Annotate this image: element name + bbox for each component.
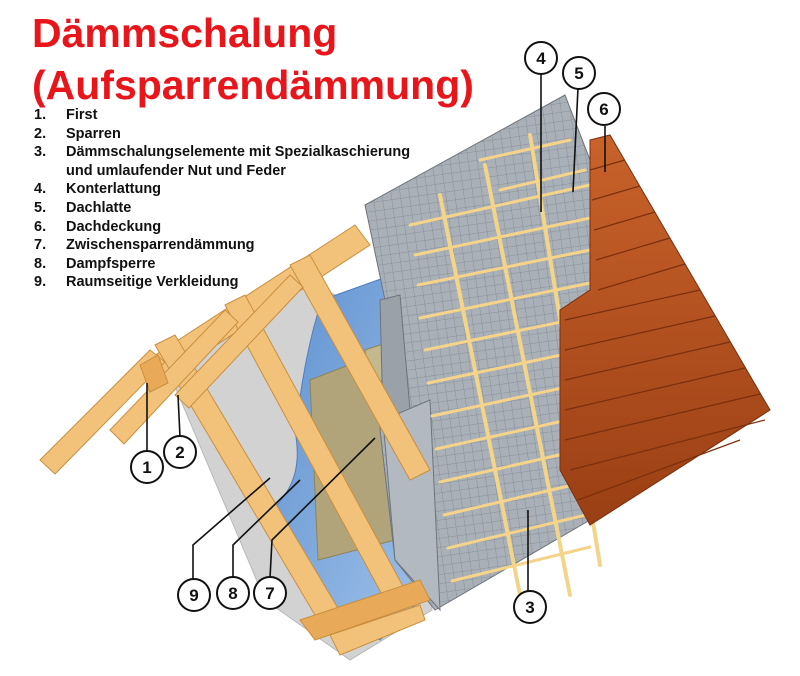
legend-item-1: 1.First bbox=[34, 107, 98, 123]
legend-item-2: 2.Sparren bbox=[34, 125, 121, 142]
callout-7: 7 bbox=[253, 576, 287, 610]
callouts: 1 2 3 4 5 6 7 8 bbox=[130, 41, 621, 624]
roof-tiles bbox=[559, 134, 771, 526]
svg-text:2: 2 bbox=[175, 443, 184, 462]
svg-text:1: 1 bbox=[142, 458, 151, 477]
roof-batten bbox=[450, 545, 592, 583]
callout-8: 8 bbox=[216, 576, 250, 610]
roof-batten bbox=[478, 138, 572, 162]
callout-1: 1 bbox=[130, 450, 164, 484]
callout-9: 9 bbox=[177, 578, 211, 612]
roof-batten bbox=[442, 479, 592, 517]
rafter-left-3 bbox=[174, 274, 304, 409]
legend-item-6: 6.Dachdeckung bbox=[34, 218, 162, 235]
leader-line-8 bbox=[232, 479, 301, 578]
svg-text:6: 6 bbox=[599, 100, 608, 119]
title-line-2: (Aufsparrendämmung) bbox=[32, 62, 474, 108]
roof-batten bbox=[413, 216, 592, 257]
leader-line-5 bbox=[572, 87, 579, 193]
leader-line-7 bbox=[269, 437, 376, 579]
callout-6: 6 bbox=[587, 92, 621, 126]
legend-list: 1.First 2.Sparren 3.Dämmschalungselement… bbox=[34, 106, 410, 292]
roof-batten bbox=[446, 512, 592, 550]
legend-item-4: 4.Konterlattung bbox=[34, 181, 162, 198]
callout-3: 3 bbox=[513, 590, 547, 624]
roof-batten bbox=[408, 183, 592, 227]
leader-lines bbox=[146, 74, 606, 592]
rafter-left-1 bbox=[39, 349, 166, 475]
roof-batten bbox=[418, 281, 592, 320]
legend-item-3: 3.Dämmschalungselemente mit Spezialkasch… bbox=[34, 144, 411, 161]
rafter-3 bbox=[289, 254, 431, 481]
svg-text:7: 7 bbox=[265, 584, 274, 603]
svg-text:8: 8 bbox=[228, 584, 237, 603]
eave-board bbox=[329, 604, 426, 656]
callout-5: 5 bbox=[562, 56, 596, 90]
svg-text:3: 3 bbox=[525, 598, 534, 617]
callout-2: 2 bbox=[163, 435, 197, 469]
counter-batten bbox=[438, 193, 527, 622]
wood-structure bbox=[39, 224, 431, 656]
callout-4: 4 bbox=[524, 41, 558, 75]
svg-text:9: 9 bbox=[189, 586, 198, 605]
legend-item-8: 8.Dampfsperre bbox=[34, 255, 156, 272]
roof-tile-field bbox=[559, 134, 771, 526]
tile-rows bbox=[564, 159, 766, 501]
rafter-left-2 bbox=[109, 309, 239, 445]
roof-batten bbox=[416, 248, 592, 287]
svg-text:4: 4 bbox=[536, 49, 546, 68]
legend-item-7: 7.Zwischensparrendämmung bbox=[34, 237, 255, 254]
leader-line-2 bbox=[177, 394, 181, 438]
svg-text:5: 5 bbox=[574, 64, 583, 83]
roof-batten bbox=[498, 168, 587, 192]
legend-item-9: 9.Raumseitige Verkleidung bbox=[34, 274, 239, 291]
legend-item-5: 5.Dachlatte bbox=[34, 199, 132, 216]
eave-beam bbox=[299, 579, 431, 641]
title-line-1: Dämmschalung bbox=[32, 10, 338, 56]
leader-line-9 bbox=[192, 477, 271, 580]
legend-item-3-continued: und umlaufender Nut und Feder bbox=[66, 162, 286, 179]
